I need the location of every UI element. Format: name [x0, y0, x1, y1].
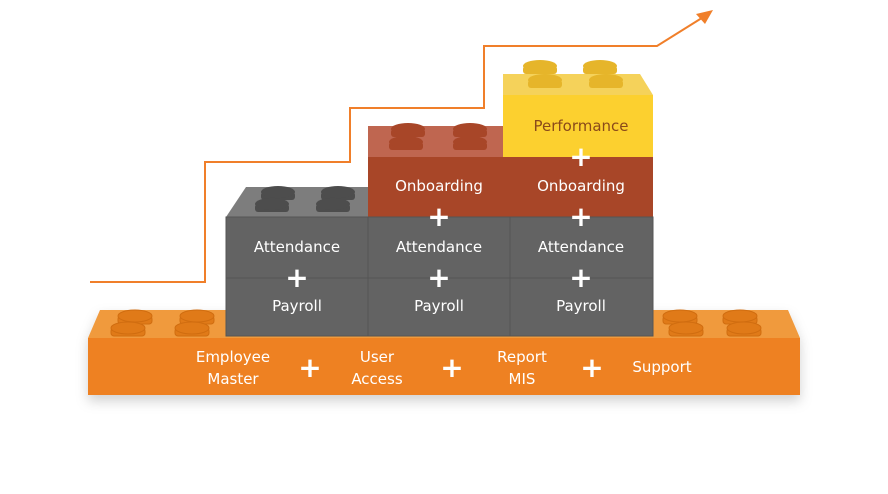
- block-label: Attendance: [396, 238, 482, 256]
- plus-icon: +: [569, 261, 592, 294]
- plus-icon: +: [298, 351, 321, 384]
- base-label: Support: [632, 358, 691, 376]
- column-3: Performance + Onboarding + Attendance + …: [503, 60, 654, 337]
- block-label: Payroll: [556, 297, 606, 315]
- plus-icon: +: [440, 351, 463, 384]
- base-label: Employee: [196, 348, 270, 366]
- column-2: Onboarding + Attendance + Payroll: [367, 123, 511, 337]
- plus-icon: +: [580, 351, 603, 384]
- arrow-head-icon: [696, 10, 713, 24]
- block-label: Payroll: [272, 297, 322, 315]
- base-label: MIS: [509, 370, 536, 388]
- plus-icon: +: [285, 261, 308, 294]
- base-label: Report: [497, 348, 547, 366]
- growth-line: [90, 15, 706, 283]
- block-label: Onboarding: [537, 177, 625, 195]
- plus-icon: +: [569, 140, 592, 173]
- block-label: Performance: [533, 117, 628, 135]
- block-label: Attendance: [254, 238, 340, 256]
- block-label: Payroll: [414, 297, 464, 315]
- plus-icon: +: [569, 200, 592, 233]
- base-label: Master: [207, 370, 259, 388]
- base-labels: Employee Master + User Access + Report M…: [196, 348, 692, 388]
- base-label: User: [360, 348, 395, 366]
- plus-icon: +: [427, 200, 450, 233]
- base-label: Access: [351, 370, 403, 388]
- block-label: Onboarding: [395, 177, 483, 195]
- plus-icon: +: [427, 261, 450, 294]
- block-label: Attendance: [538, 238, 624, 256]
- column-1: Attendance + Payroll: [225, 186, 369, 337]
